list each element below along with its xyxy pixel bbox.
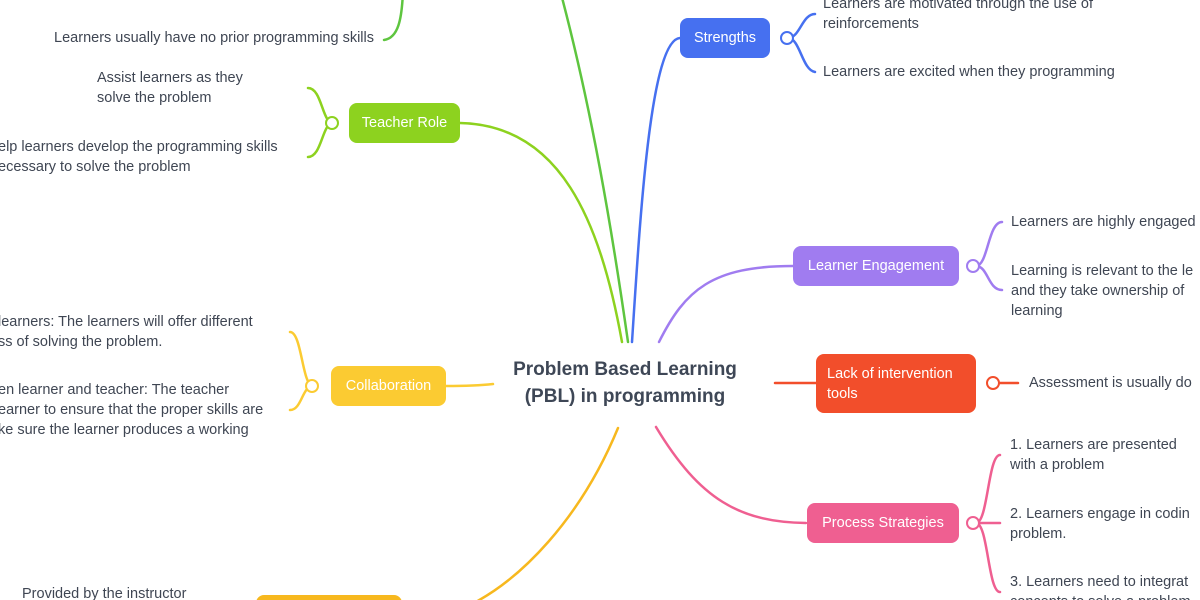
connector-learner-engagement (657, 264, 795, 344)
leaf-collaboration-teacher[interactable]: en learner and teacher: The teacher earn… (0, 382, 264, 438)
learner-engagement-collapse-toggle[interactable] (966, 259, 980, 273)
branch-learner-engagement[interactable]: Learner Engagement (793, 246, 959, 286)
process-strategies-collapse-toggle[interactable] (966, 516, 980, 530)
central-topic[interactable]: Problem Based Learning (PBL) in programm… (513, 359, 737, 407)
connector-collaboration (444, 382, 495, 388)
branch-lack-of-intervention-tools[interactable]: Lack of intervention tools (816, 354, 976, 413)
leaf-assessment[interactable]: Assessment is usually do (1029, 375, 1192, 391)
lack-of-intervention-collapse-toggle[interactable] (986, 376, 1000, 390)
leaf-strengths-motivated[interactable]: Learners are motivated through the use o… (823, 0, 1094, 32)
leaf-prior-skills[interactable]: Learners usually have no prior programmi… (54, 30, 374, 46)
connector-bottom-left (476, 426, 620, 600)
leaf-highly-engaged[interactable]: Learners are highly engaged (1011, 214, 1196, 230)
collaboration-collapse-toggle[interactable] (305, 379, 319, 393)
branch-process-strategies[interactable]: Process Strategies (807, 503, 959, 543)
connector-teacher-role (458, 121, 624, 344)
leaf-teacher-assist[interactable]: Assist learners as they solve the proble… (97, 70, 243, 106)
branch-teacher-role[interactable]: Teacher Role (349, 103, 460, 143)
connector-process-strategies (654, 425, 808, 525)
connector-strengths (630, 36, 682, 344)
leaf-strengths-excited[interactable]: Learners are excited when they programmi… (823, 64, 1115, 80)
teacher-role-collapse-toggle[interactable] (325, 116, 339, 130)
branch-strengths[interactable]: Strengths (680, 18, 770, 58)
leaf-process-step-1[interactable]: 1. Learners are presented with a problem (1010, 437, 1177, 473)
leaf-teacher-develop-skills[interactable]: elp learners develop the programming ski… (0, 139, 278, 175)
leaf-learning-relevant[interactable]: Learning is relevant to the le and they … (1011, 263, 1194, 319)
connector-top-left (561, 0, 630, 344)
leaf-provided-by-instructor[interactable]: Provided by the instructor (22, 586, 187, 600)
leaf-collaboration-learners[interactable]: learners: The learners will offer differ… (0, 314, 253, 350)
leaf-process-step-2[interactable]: 2. Learners engage in codin problem. (1010, 506, 1190, 542)
branch-bottom-left-partial[interactable] (256, 595, 402, 600)
strengths-collapse-toggle[interactable] (780, 31, 794, 45)
leaf-process-step-3[interactable]: 3. Learners need to integrat concepts to… (1010, 574, 1191, 600)
branch-collaboration[interactable]: Collaboration (331, 366, 446, 406)
